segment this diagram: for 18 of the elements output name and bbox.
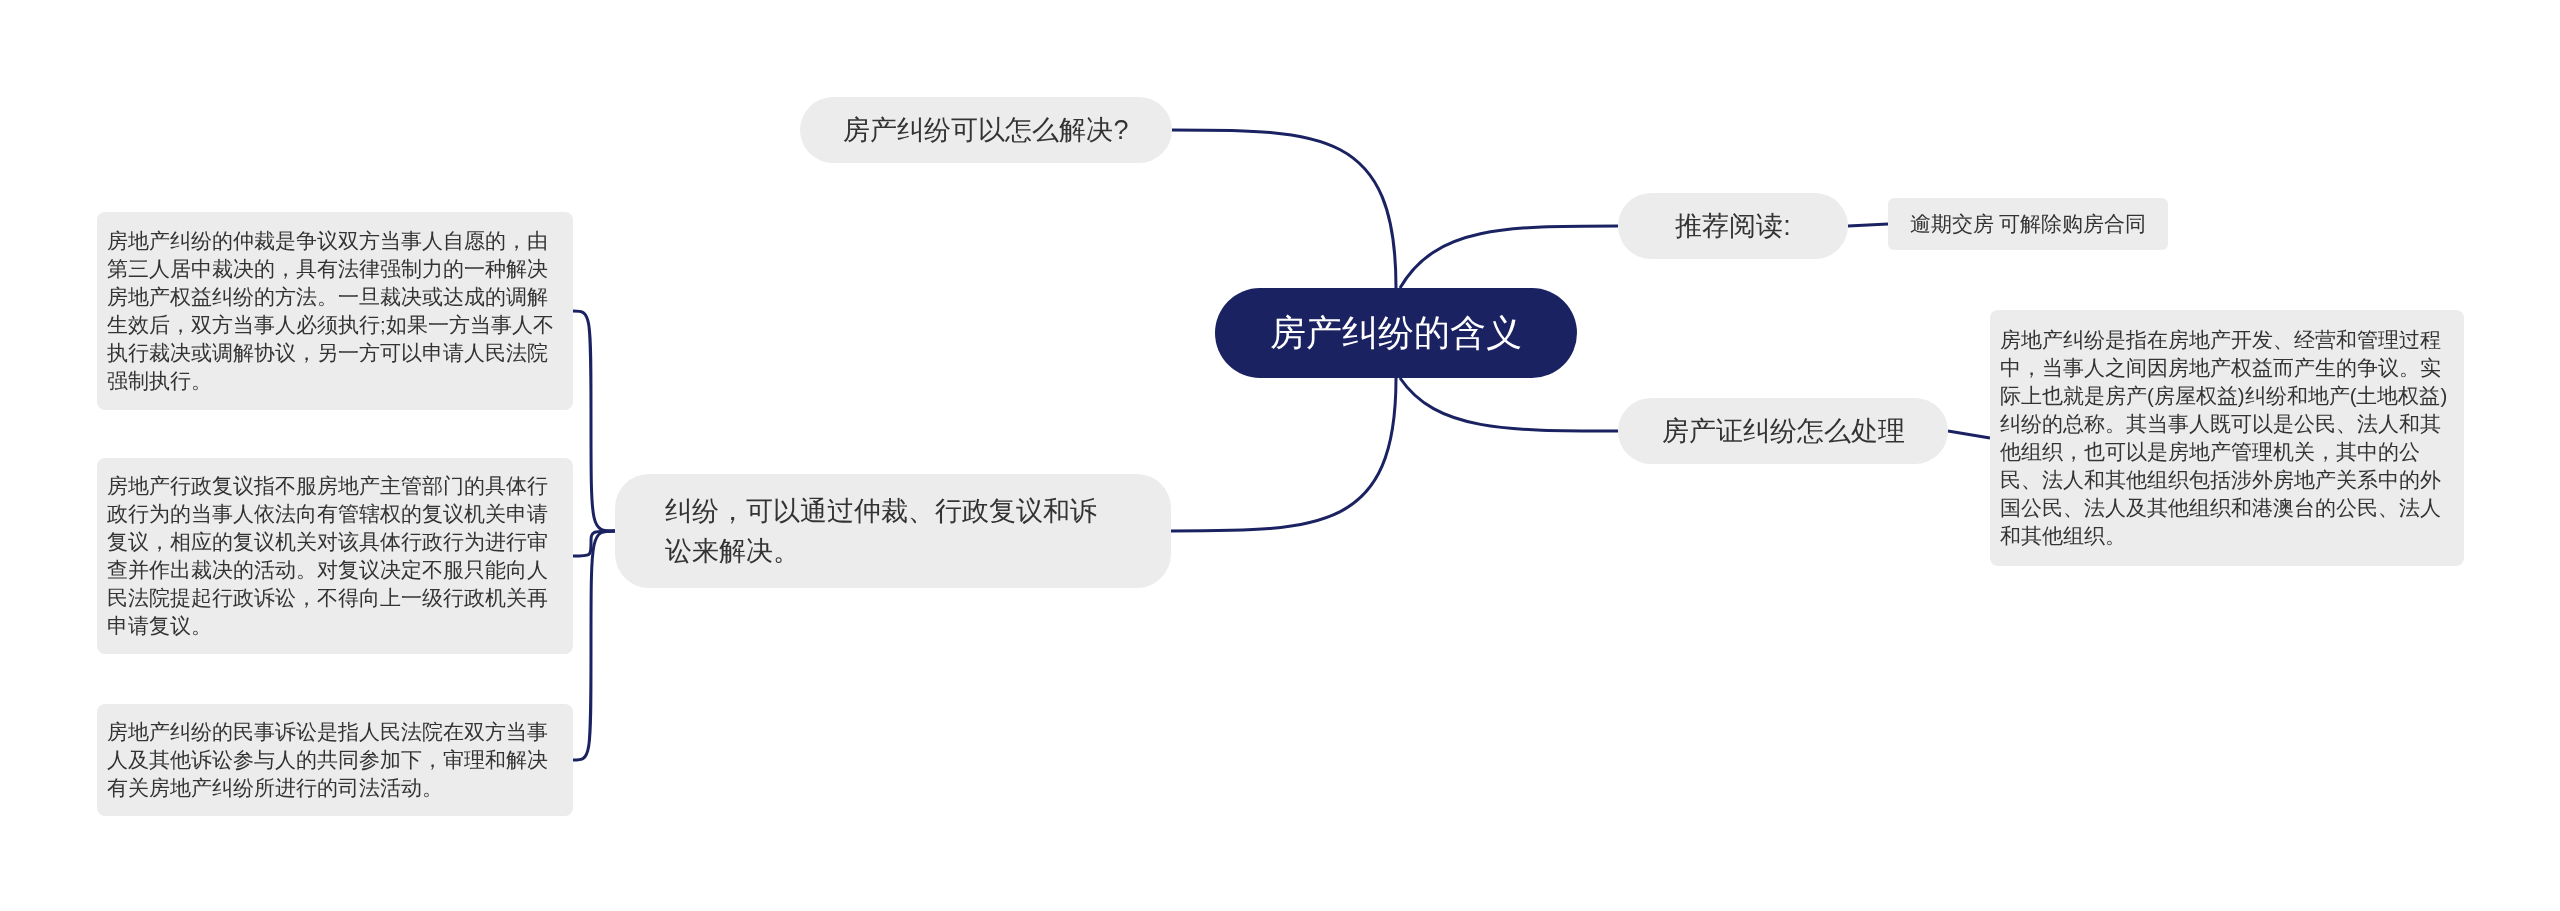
connector-line [572,309,615,533]
note-box: 房地产纠纷是指在房地产开发、经营和管理过程中，当事人之间因房地产权益而产生的争议。实际上也就是房产(房屋权益)纠纷和地产(土地权益)纠纷的总称。其当事人既可以是公民、法人和其他组织，也可以是房地产管理机关，其中的公民、法人和其他组织包括涉外房地产关系中的外国公民、法人及其他组织和港澳台的公民、法人和其他组织。 [1990,310,2464,566]
central-topic: 房产纠纷的含义 [1215,288,1577,378]
topic-box: 房产证纠纷怎么处理 [1618,398,1948,464]
connector-line [1847,222,1889,228]
connector-line [1398,377,1618,433]
topic-box: 纠纷，可以通过仲裁、行政复议和诉讼来解决。 [615,474,1171,588]
topic-box: 推荐阅读: [1618,193,1848,259]
topic-box: 房产纠纷可以怎么解决? [800,97,1172,163]
note-box: 房地产纠纷的民事诉讼是指人民法院在双方当事人及其他诉讼参与人的共同参加下，审理和解决有关房地产纠纷所进行的司法活动。 [97,704,573,816]
connector-line [572,529,616,762]
note-box: 房地产纠纷的仲裁是争议双方当事人自愿的，由第三人居中裁决的，具有法律强制力的一种解决房地产权益纠纷的方法。一旦裁决或达成的调解生效后，双方当事人必须执行;如果一方当事人不执行裁决或调解协议，另一方可以申请人民法院强制执行。 [97,212,573,410]
link-box: 逾期交房 可解除购房合同 [1888,198,2168,250]
connector-line [1398,224,1618,289]
connector-line [1172,128,1398,289]
connector-line [1947,429,1991,440]
note-box: 房地产行政复议指不服房地产主管部门的具体行政行为的当事人依法向有管辖权的复议机关申请复议，相应的复议机关对该具体行政行为进行审查并作出裁决的活动。对复议决定不服只能向人民法院提起行政诉讼，不得向上一级行政机关再申请复议。 [97,458,573,654]
connector-line [1171,377,1398,533]
